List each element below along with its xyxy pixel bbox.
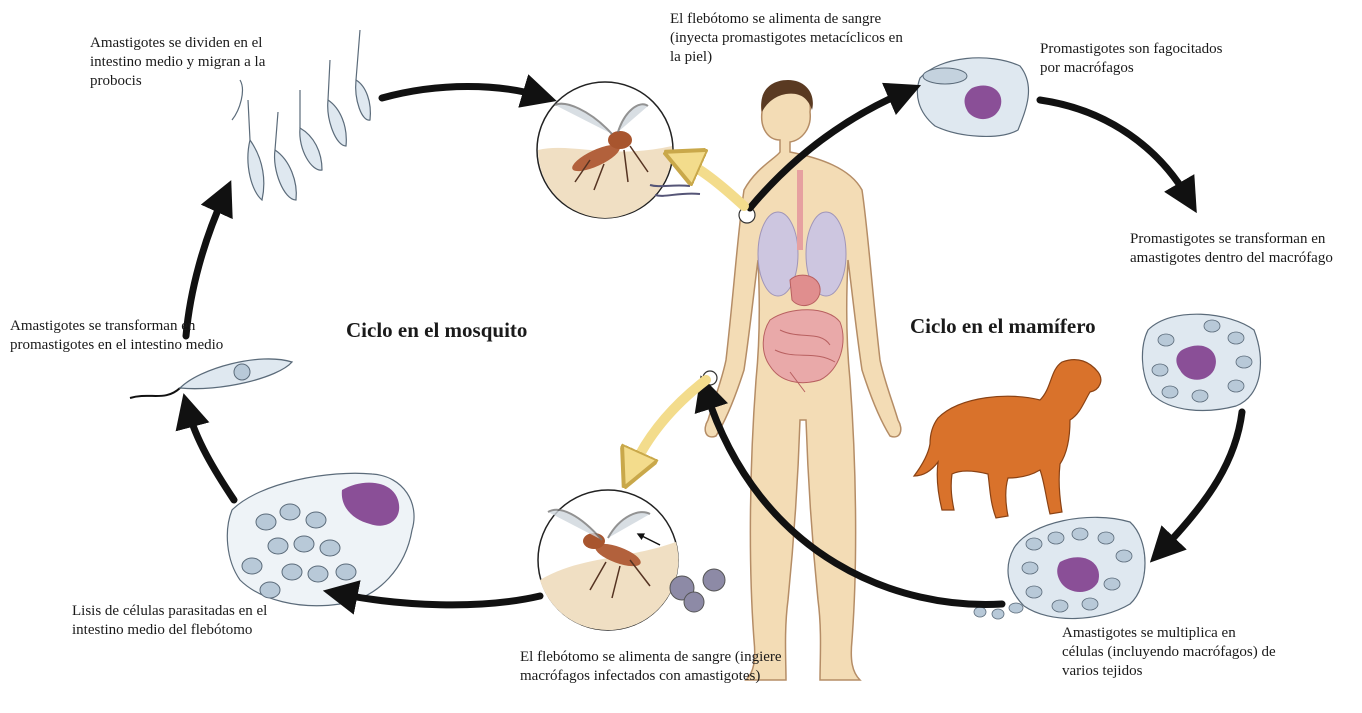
infected-macrophage-icon [1142, 314, 1260, 410]
label-sandfly-feeds-ingest: El flebótomo se alimenta de sangre (ingi… [520, 648, 810, 686]
arrow-promastigotes-to-sandfly [382, 87, 540, 99]
cycle-mosquito-title: Ciclo en el mosquito [346, 318, 586, 343]
sandfly-feeding-inset-top [537, 82, 700, 218]
label-sandfly-feeds-inject: El flebótomo se alimenta de sangre (inye… [670, 10, 915, 67]
yellow-transfer-arrows [632, 160, 744, 470]
label-transform-in-macrophage: Promastigotes se transforman en amastigo… [1130, 230, 1335, 268]
yellow-arrow-inject [682, 160, 744, 206]
arrow-ingest-to-lysis [340, 594, 540, 605]
label-lysis: Lisis de células parasitadas en el intes… [72, 602, 282, 640]
label-amastigotes-divide: Amastigotes se dividen en el intestino m… [90, 34, 310, 91]
label-phagocytized: Promastigotes son fagocitados por macróf… [1040, 40, 1240, 78]
arrow-phagocytized-to-transform [1040, 100, 1188, 198]
arrow-transform-to-divide [186, 196, 224, 336]
sandfly-feeding-inset-bottom [538, 490, 725, 630]
label-multiply: Amastigotes se multiplica en células (in… [1062, 624, 1277, 681]
promastigote-icon [130, 359, 292, 398]
label-amastigotes-to-promastigotes: Amastigotes se transforman en promastigo… [10, 317, 225, 355]
lysed-cell-amastigotes-icon [227, 473, 414, 605]
infected-macrophage-cluster-icon [670, 569, 725, 612]
arrow-transform-to-multiply [1162, 412, 1242, 550]
macrophage-icon [917, 58, 1028, 137]
cycle-mammal-title: Ciclo en el mamífero [910, 314, 1150, 339]
yellow-arrow-ingest [632, 380, 706, 470]
arrow-lysis-to-transform [188, 410, 234, 500]
dog-icon [914, 360, 1101, 518]
human-figure-icon [705, 80, 901, 680]
